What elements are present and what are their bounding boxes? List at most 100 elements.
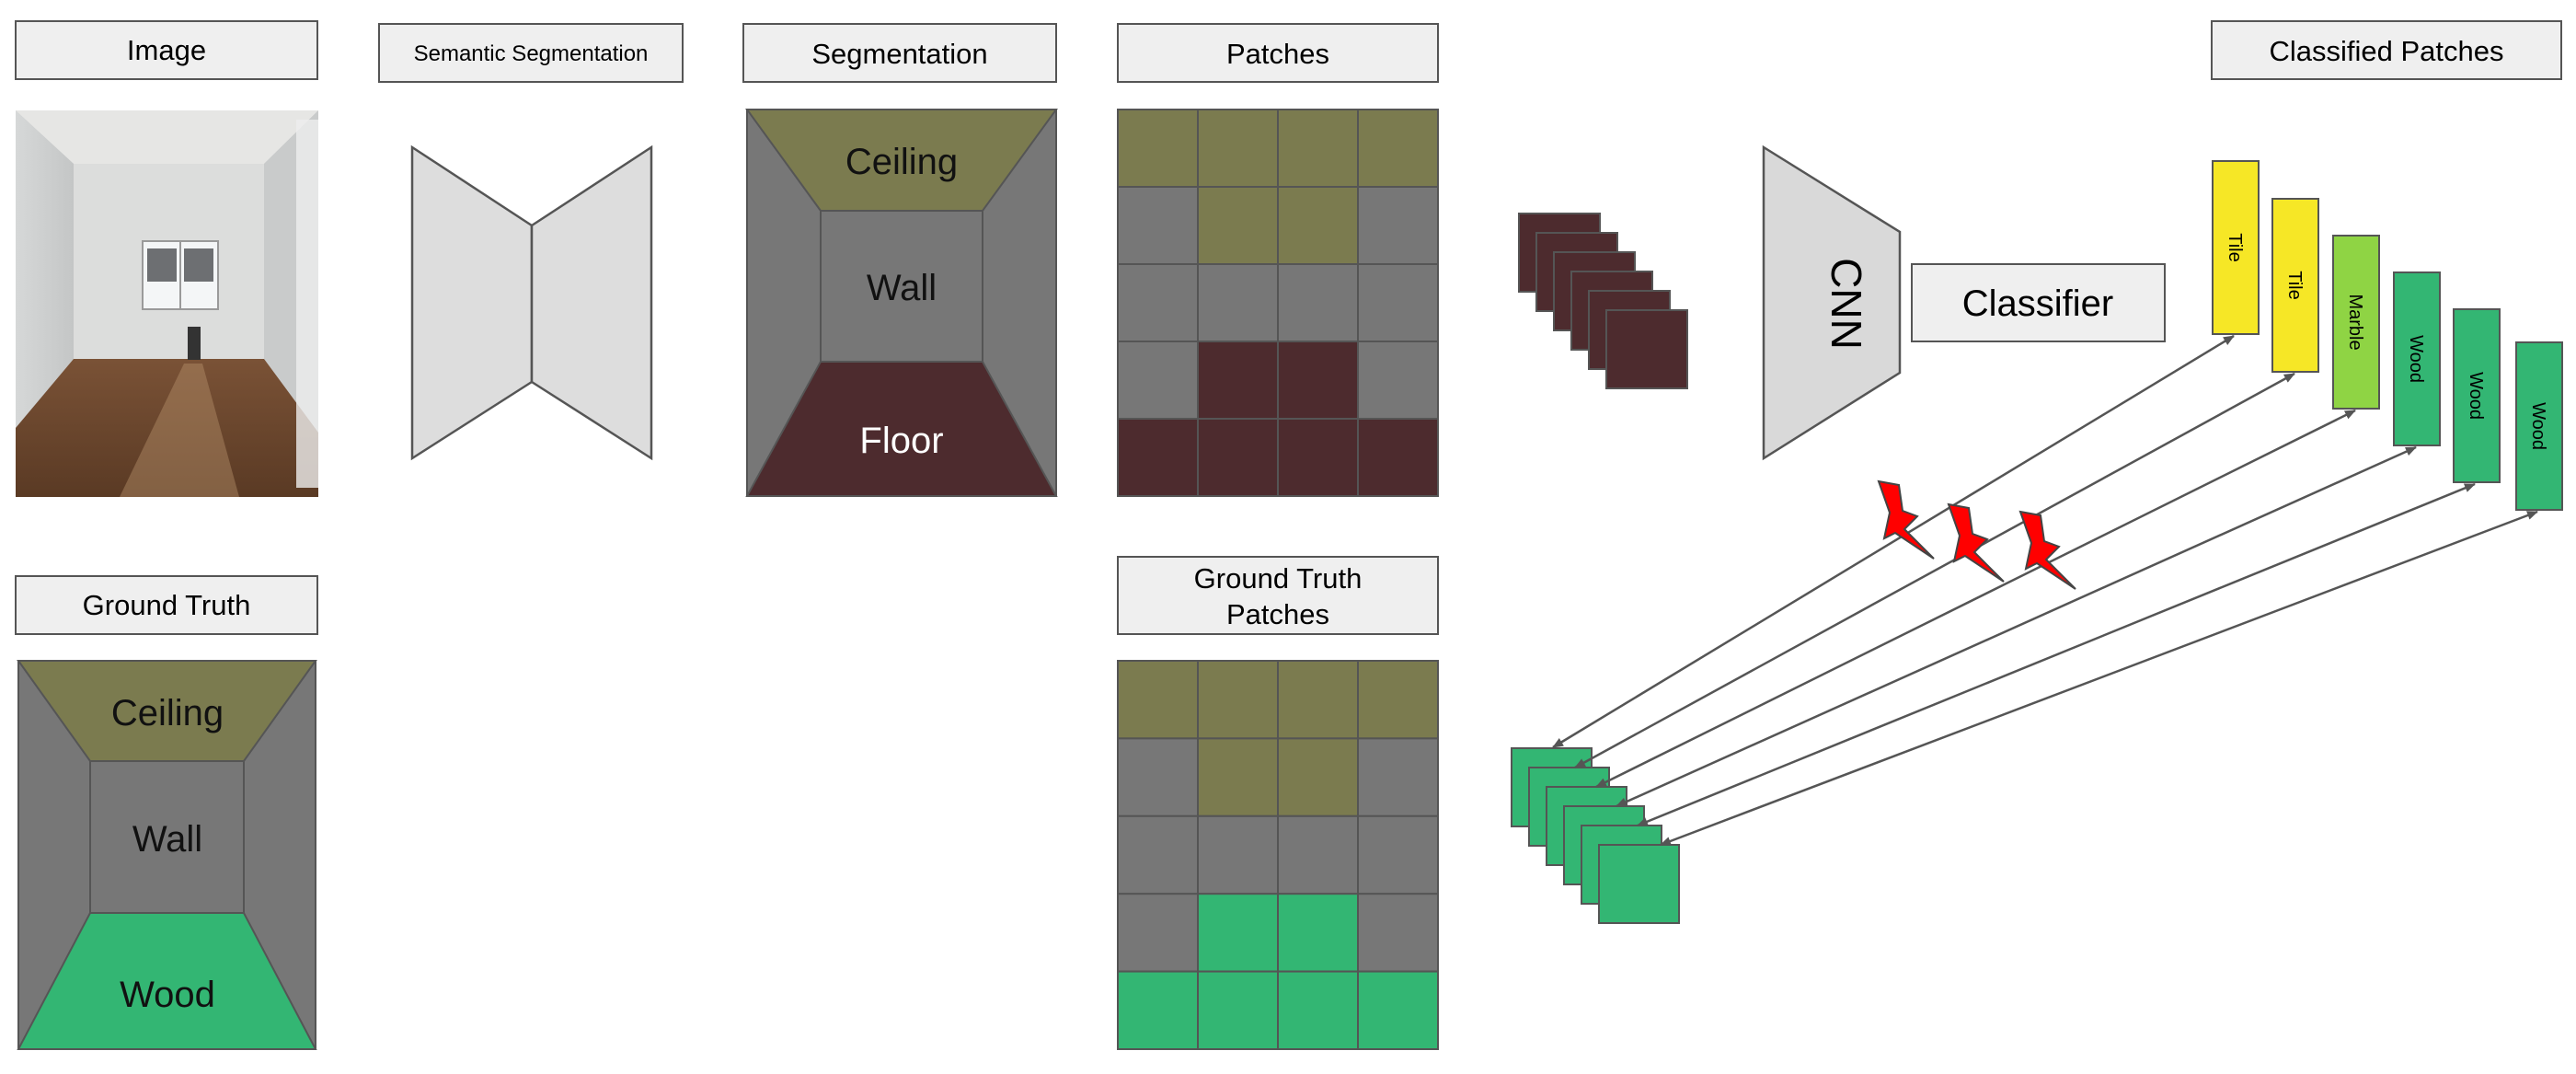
patch-cell — [1197, 341, 1279, 420]
error-markers — [1877, 479, 2076, 590]
patch-cell — [1277, 109, 1359, 188]
ground-truth-patch-cell — [1197, 970, 1279, 1050]
classifier-label: Classifier — [1962, 283, 2113, 324]
ground-truth-patch-cell — [1197, 737, 1279, 817]
ground-truth-patch-cell — [1117, 737, 1199, 817]
room-photo — [16, 110, 318, 497]
ground-truth-floor-label: Wood — [120, 975, 215, 1015]
ground-truth-patch-cell — [1197, 660, 1279, 740]
ground-truth-patch-cell — [1357, 970, 1439, 1050]
comparison-arrow — [1595, 409, 2356, 789]
classified-patch-label: Wood — [2528, 402, 2548, 450]
classified-patch-bar — [2271, 198, 2319, 373]
ground-truth-patch-cell — [1277, 970, 1359, 1050]
segmentation-floor-label: Floor — [859, 421, 943, 461]
classified-patch-bar — [2212, 160, 2260, 335]
ground-truth-patch-cell — [1277, 893, 1359, 973]
classified-patch-bar — [2453, 308, 2501, 483]
classified-patch-bar — [2515, 341, 2563, 511]
patch-cell — [1197, 418, 1279, 497]
label-ground-truth-patches: Ground Truth Patches — [1117, 556, 1439, 635]
classified-patch-label: Tile — [2225, 233, 2245, 261]
label-segmentation-text: Segmentation — [811, 38, 987, 70]
floor-patch-stack — [1518, 213, 1688, 389]
ground-truth-patch-cell — [1277, 814, 1359, 895]
patch-cell — [1197, 186, 1279, 265]
ground-truth-patch-cell — [1117, 970, 1199, 1050]
patch-cell — [1277, 341, 1359, 420]
ground-truth-patches-grid — [1117, 660, 1439, 1050]
lightning-bolt-icon — [1877, 479, 1935, 560]
label-image-text: Image — [127, 34, 206, 66]
lightning-bolt-icon — [2018, 510, 2076, 590]
ground-truth-patch-cell — [1357, 660, 1439, 740]
ground-truth-patch-cell — [1117, 814, 1199, 895]
patch-cell — [1197, 263, 1279, 342]
label-semantic-segmentation: Semantic Segmentation — [378, 23, 684, 83]
patch-cell — [1277, 186, 1359, 265]
label-ground-truth-patches-line1: Ground Truth — [1194, 562, 1363, 595]
patch-cell — [1357, 341, 1439, 420]
ground-truth-patch-stack — [1511, 747, 1680, 924]
patch-cell — [1277, 418, 1359, 497]
ground-truth-patch-cell — [1117, 660, 1199, 740]
patch-cell — [1117, 418, 1199, 497]
comparison-arrows — [1552, 334, 2538, 847]
decoder-shape — [530, 144, 653, 461]
label-classified-patches: Classified Patches — [2211, 20, 2562, 80]
ground-truth-patch-cell — [1277, 660, 1359, 740]
patch-cell — [1117, 186, 1199, 265]
classified-patch-bar — [2393, 271, 2441, 446]
comparison-arrow — [1637, 482, 2476, 827]
patch-cell — [1357, 263, 1439, 342]
segmentation-ceiling-label: Ceiling — [845, 142, 958, 182]
cnn-block: CNN — [1762, 144, 1902, 461]
encoder-shape — [410, 144, 534, 461]
patch-cell — [1357, 109, 1439, 188]
ground-truth-patch — [1598, 844, 1680, 924]
patch-cell — [1117, 341, 1199, 420]
label-image: Image — [15, 20, 318, 80]
comparison-arrow — [1616, 445, 2417, 808]
classifier-block: Classifier — [1911, 263, 2166, 342]
ground-truth-patch-cell — [1357, 814, 1439, 895]
ground-truth-wall-label: Wall — [132, 819, 202, 860]
patch-cell — [1197, 109, 1279, 188]
patch-cell — [1357, 418, 1439, 497]
classified-patch-label: Tile — [2284, 271, 2305, 299]
segmentation-room: Ceiling Wall Floor — [745, 109, 1058, 497]
comparison-arrow — [1574, 372, 2295, 769]
label-patches-text: Patches — [1226, 38, 1329, 70]
classified-patch-label: Wood — [2466, 372, 2486, 420]
floor-patch — [1605, 309, 1688, 389]
patches-grid — [1117, 109, 1439, 497]
label-patches: Patches — [1117, 23, 1439, 83]
cnn-label: CNN — [1823, 258, 1870, 350]
ground-truth-patch-cell — [1117, 893, 1199, 973]
label-classified-patches-text: Classified Patches — [2269, 35, 2503, 67]
comparison-arrow — [1552, 334, 2235, 749]
patch-cell — [1277, 263, 1359, 342]
patch-cell — [1357, 186, 1439, 265]
label-ground-truth-patches-line2: Patches — [1226, 598, 1329, 630]
ground-truth-ceiling-label: Ceiling — [111, 693, 224, 733]
ground-truth-patch-cell — [1197, 893, 1279, 973]
lightning-bolt-icon — [1947, 502, 2005, 583]
patch-cell — [1117, 263, 1199, 342]
patch-cell — [1117, 109, 1199, 188]
classified-patch-label: Marble — [2345, 294, 2365, 350]
ground-truth-patch-cell — [1357, 737, 1439, 817]
classified-patch-label: Wood — [2406, 335, 2426, 383]
ground-truth-room: Ceiling Wall Wood — [17, 660, 317, 1050]
comparison-arrow — [1660, 510, 2538, 847]
classified-patch-bar — [2332, 235, 2380, 410]
label-semantic-segmentation-text: Semantic Segmentation — [414, 41, 649, 66]
label-ground-truth-text: Ground Truth — [83, 589, 251, 621]
ground-truth-patch-cell — [1277, 737, 1359, 817]
label-segmentation: Segmentation — [742, 23, 1057, 83]
label-ground-truth: Ground Truth — [15, 575, 318, 635]
ground-truth-patch-cell — [1357, 893, 1439, 973]
